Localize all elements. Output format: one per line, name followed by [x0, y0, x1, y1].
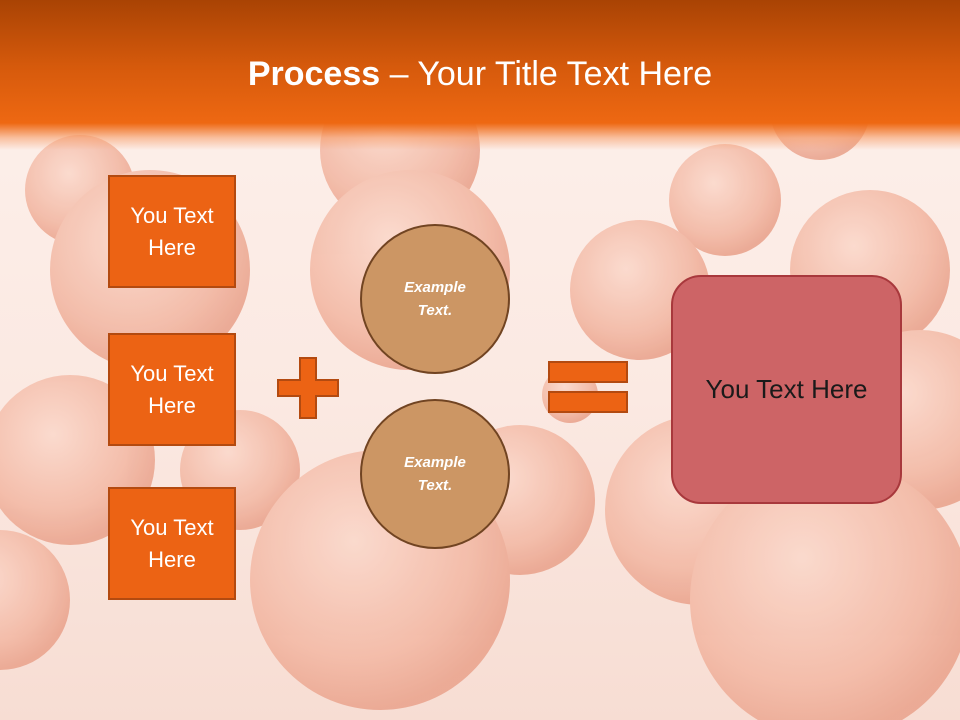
result-box[interactable]: You Text Here — [671, 275, 902, 504]
title-rest: – Your Title Text Here — [380, 55, 713, 93]
circle-line: Example — [404, 454, 466, 471]
circle-line: Text. — [417, 302, 453, 319]
text-box-line: You Text — [130, 202, 214, 228]
equals-icon — [548, 361, 628, 413]
text-box-line: Here — [148, 234, 196, 260]
result-label: You Text Here — [705, 374, 868, 404]
text-box-line: Here — [148, 546, 196, 572]
text-box-line: You Text — [130, 514, 214, 540]
text-box-line: You Text — [130, 360, 214, 386]
title-bold: Process — [247, 55, 381, 93]
circle-line: Example — [404, 279, 466, 296]
circle-line: Text. — [417, 477, 453, 494]
title-band — [0, 0, 960, 150]
text-box-line: Here — [148, 392, 196, 418]
plus-icon — [277, 357, 339, 419]
slide-title: Process – Your Title Text Here — [0, 52, 960, 96]
